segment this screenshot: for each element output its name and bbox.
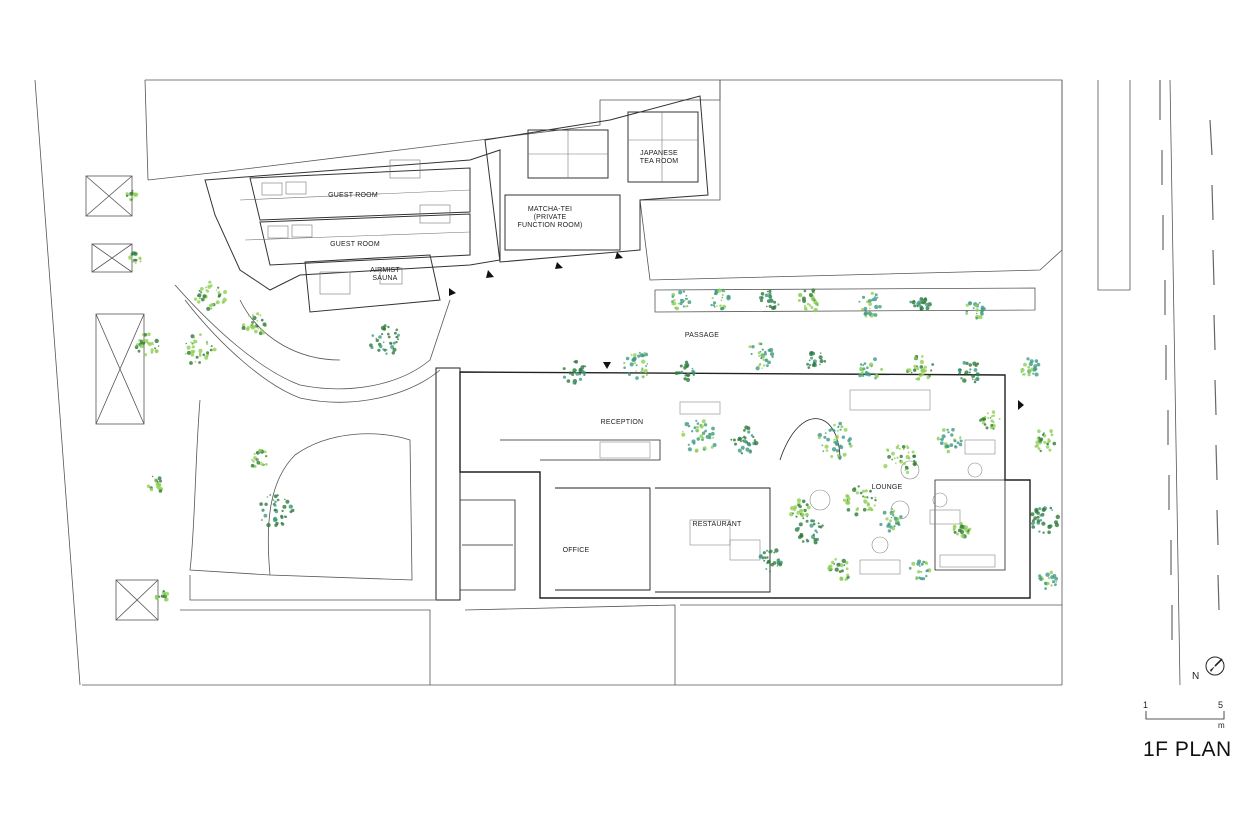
tree-cluster <box>154 590 170 602</box>
tree-cluster <box>623 351 649 380</box>
tree-cluster <box>369 324 400 355</box>
lane-markings <box>1159 80 1220 640</box>
east-street <box>1097 79 1181 686</box>
site-boundary <box>34 79 1063 686</box>
tree-cluster <box>952 521 972 539</box>
tree-cluster <box>194 280 228 311</box>
tree-cluster <box>1020 357 1041 377</box>
planter-strip <box>654 287 1036 313</box>
tree-cluster <box>827 558 850 582</box>
furniture <box>599 389 996 575</box>
room-label-reception: RECEPTION <box>600 419 644 426</box>
main-building <box>435 367 1031 601</box>
room-label-airmist-sauna: AIRMIST SAUNA <box>370 267 400 282</box>
tree-cluster <box>1038 570 1058 590</box>
tree-cluster <box>184 333 217 365</box>
tree-cluster <box>758 289 780 310</box>
tree-cluster <box>674 360 696 382</box>
tree-cluster <box>909 297 932 311</box>
tree-cluster <box>789 498 811 518</box>
scale-end-label: 5 <box>1218 700 1224 710</box>
tree-cluster <box>842 485 877 517</box>
room-label-office: OFFICE <box>562 547 590 554</box>
room-label-japanese-tea-room: JAPANESE TEA ROOM <box>639 150 679 165</box>
tree-cluster <box>146 475 164 493</box>
tree-cluster <box>979 410 1001 430</box>
scale-start-label: 1 <box>1143 700 1149 710</box>
tree-cluster <box>125 189 139 202</box>
tree-cluster <box>134 332 160 357</box>
neighbor-block-northeast <box>639 79 1063 281</box>
tree-cluster <box>965 301 986 320</box>
tree-cluster <box>730 425 759 455</box>
tree-cluster <box>562 359 587 385</box>
tree-cluster <box>806 351 827 369</box>
room-label-restaurant: RESTAURANT <box>692 521 742 528</box>
tree-cluster <box>957 361 980 384</box>
tree-cluster <box>128 251 142 264</box>
north-arrow-icon <box>1205 656 1225 676</box>
tree-cluster <box>797 288 819 313</box>
neighbor-block-south <box>180 604 1062 685</box>
tree-cluster <box>858 291 882 318</box>
room-label-guest-room-1: GUEST ROOM <box>328 192 378 199</box>
tree-cluster <box>1030 506 1061 535</box>
tree-cluster <box>748 342 775 371</box>
room-label-passage: PASSAGE <box>684 332 720 339</box>
tree-cluster <box>906 354 935 381</box>
room-label-guest-room-2: GUEST ROOM <box>330 241 380 248</box>
tree-cluster <box>1034 429 1057 453</box>
tree-cluster <box>908 559 932 581</box>
tree-cluster <box>857 357 884 380</box>
tree-cluster <box>671 290 692 311</box>
tree-cluster <box>817 421 853 460</box>
scale-bar <box>1145 711 1225 720</box>
room-label-matcha-tei: MATCHA-TEI (PRIVATE FUNCTION ROOM) <box>517 206 583 229</box>
tree-cluster <box>241 312 267 336</box>
matcha-wing <box>484 95 709 263</box>
tree-cluster <box>758 548 783 573</box>
tree-cluster <box>936 427 963 454</box>
guest-wing <box>204 149 501 313</box>
landscape-paths <box>174 284 451 601</box>
tree-cluster <box>710 288 731 311</box>
north-label: N <box>1192 671 1200 682</box>
tree-cluster <box>879 508 903 533</box>
pavilion-3 <box>95 313 145 425</box>
entrance-markers <box>449 252 1024 410</box>
room-label-lounge: LOUNGE <box>871 484 903 491</box>
tree-cluster <box>250 448 268 468</box>
plan-title: 1F PLAN <box>1143 738 1232 761</box>
tree-cluster <box>259 494 295 528</box>
tree-cluster <box>794 515 824 545</box>
pavilion-1 <box>85 175 133 217</box>
tree-cluster <box>883 444 917 474</box>
pavilion-4 <box>115 579 159 621</box>
scale-unit-label: m <box>1218 721 1225 730</box>
tree-cluster <box>681 419 717 453</box>
